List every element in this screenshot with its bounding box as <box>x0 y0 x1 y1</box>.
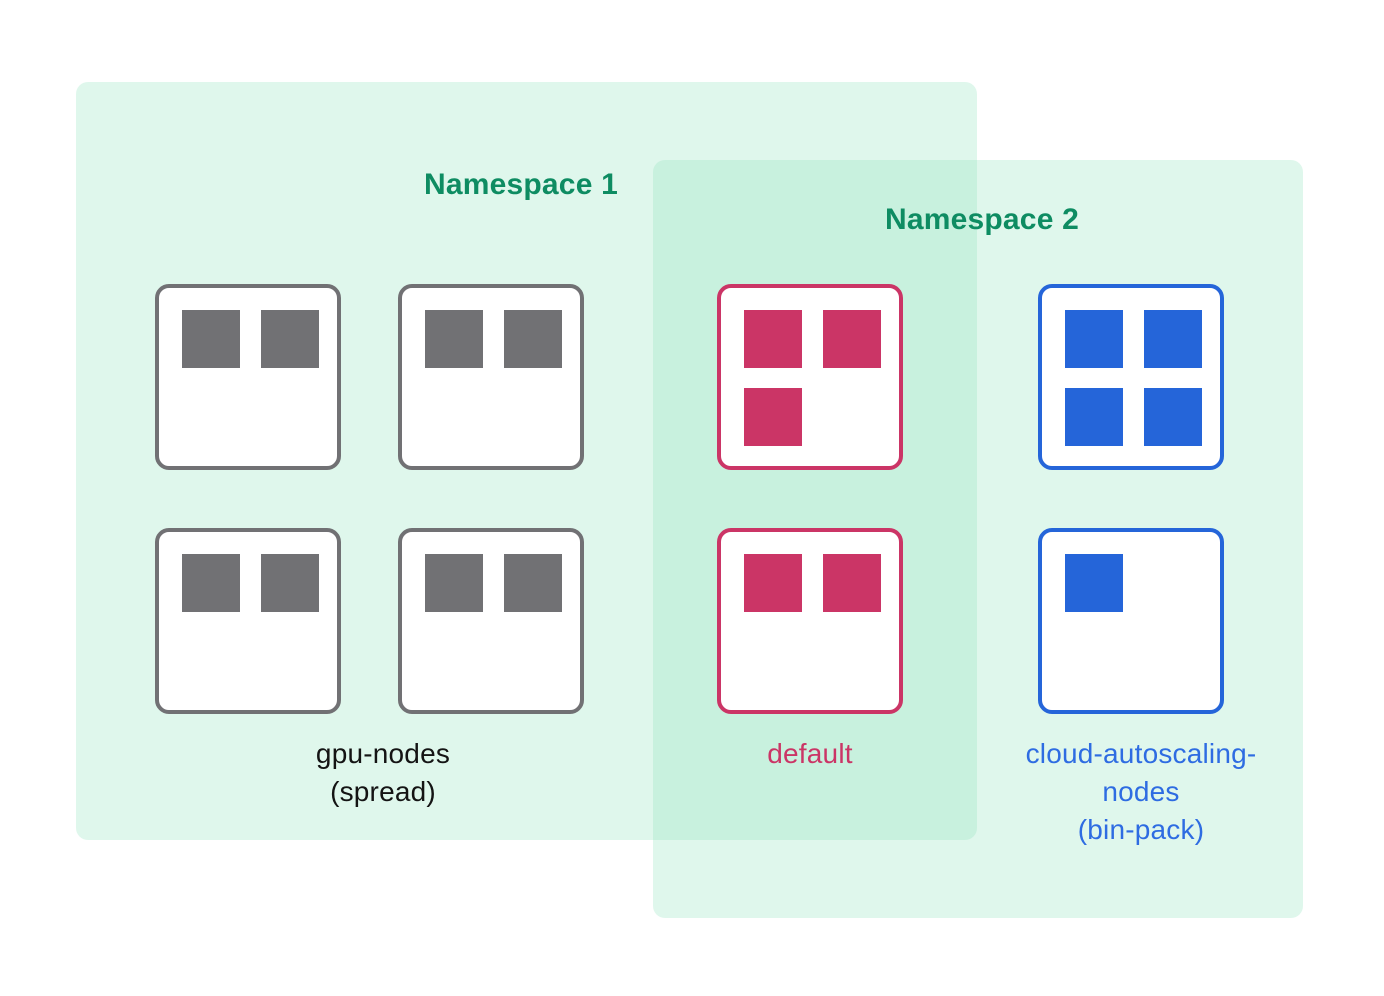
cloud-autoscaling-node-1 <box>1038 284 1224 470</box>
default-node-2 <box>717 528 903 714</box>
pod <box>182 554 240 612</box>
cloud-autoscaling-node-2 <box>1038 528 1224 714</box>
pod <box>261 310 319 368</box>
gpu-nodes-label-line-1: gpu-nodes <box>315 738 451 769</box>
default-node-1 <box>717 284 903 470</box>
cloud-autoscaling-nodes-label: cloud-autoscaling- nodes (bin-pack) <box>966 735 1316 849</box>
pod <box>1065 388 1123 446</box>
pod <box>261 554 319 612</box>
gpu-nodes-label-line-2: (spread) <box>330 776 436 807</box>
cloud-autoscaling-label-line-1: cloud-autoscaling- <box>1025 738 1257 769</box>
gpu-node-2 <box>398 284 584 470</box>
pod <box>1144 310 1202 368</box>
pod <box>1065 554 1123 612</box>
gpu-node-3 <box>155 528 341 714</box>
cloud-autoscaling-label-line-2: nodes <box>1102 776 1180 807</box>
namespace-2-title: Namespace 2 <box>885 203 1079 236</box>
cloud-autoscaling-label-line-3: (bin-pack) <box>1077 814 1205 845</box>
pod <box>182 310 240 368</box>
pod <box>823 554 881 612</box>
gpu-nodes-group <box>155 284 584 714</box>
default-nodes-group <box>717 284 903 714</box>
pod <box>1144 388 1202 446</box>
pod <box>744 554 802 612</box>
pod <box>744 310 802 368</box>
cloud-autoscaling-nodes-group <box>1038 284 1224 714</box>
pod <box>425 554 483 612</box>
pod <box>744 388 802 446</box>
pod <box>504 310 562 368</box>
namespace-1-title: Namespace 1 <box>424 168 618 201</box>
pod <box>425 310 483 368</box>
pod <box>504 554 562 612</box>
gpu-node-4 <box>398 528 584 714</box>
pod <box>823 310 881 368</box>
gpu-nodes-label: gpu-nodes (spread) <box>183 735 583 811</box>
default-label-line-1: default <box>767 738 853 769</box>
pod <box>1065 310 1123 368</box>
default-label: default <box>660 735 960 773</box>
gpu-node-1 <box>155 284 341 470</box>
